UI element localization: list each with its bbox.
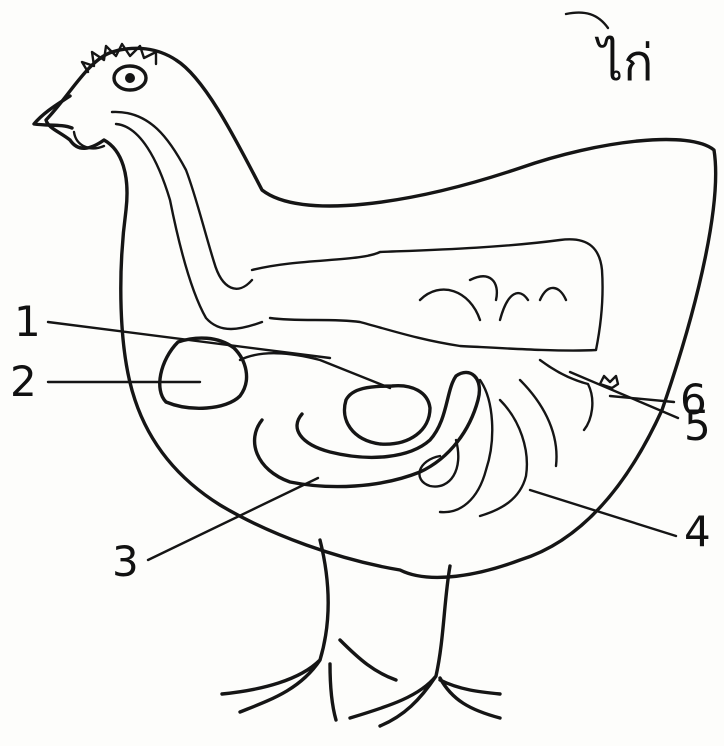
chicken-body-outline [46, 48, 716, 577]
leader-line-5 [570, 372, 678, 418]
label-1: 1 [14, 297, 41, 346]
diagram-title: ไก่ [566, 13, 653, 92]
intestine [255, 372, 480, 486]
leader-line-4 [530, 490, 676, 536]
leader-line-3 [148, 478, 318, 560]
leader-line-1 [48, 322, 330, 358]
gizzard [344, 386, 430, 444]
right-leg [350, 566, 500, 726]
lung-folds [420, 276, 566, 320]
label-6: 6 [680, 375, 707, 424]
label-4: 4 [684, 507, 711, 556]
esophagus [112, 112, 252, 289]
trachea [116, 124, 262, 329]
label-2: 2 [10, 357, 37, 406]
proventriculus [240, 353, 390, 388]
label-3: 3 [112, 537, 139, 586]
left-leg [222, 540, 396, 720]
crop [160, 338, 247, 408]
title-text: ไก่ [594, 34, 653, 92]
title-flourish [566, 13, 608, 28]
eye [114, 66, 146, 90]
